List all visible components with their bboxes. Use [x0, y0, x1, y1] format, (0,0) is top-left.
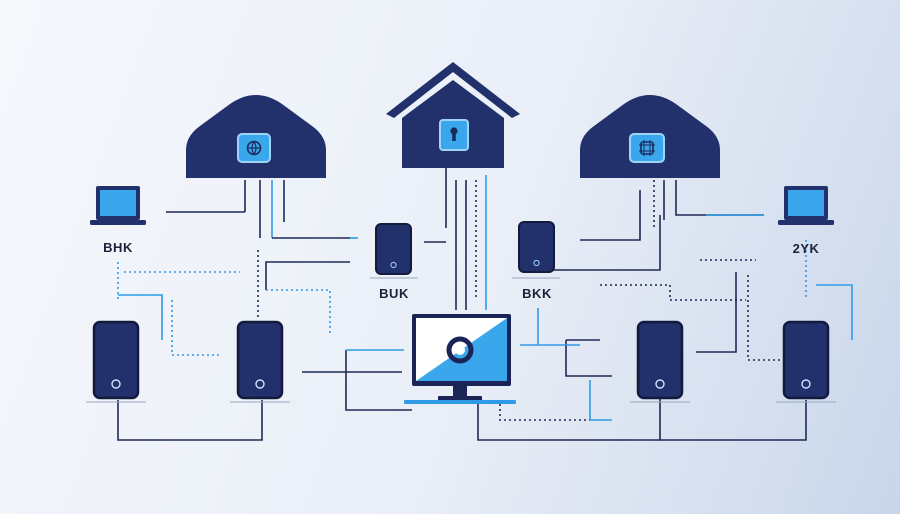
laptop-right: [778, 186, 834, 225]
tablet-center-left-label: BUK: [379, 286, 409, 301]
tablet-center-right: [512, 221, 560, 279]
tablet-center-left: [370, 223, 418, 279]
globe-icon: [246, 140, 262, 156]
phone-2: [230, 320, 290, 403]
ring-icon: [446, 336, 474, 364]
tablet-center-right-label: BKK: [522, 286, 552, 301]
cloud-left: [186, 95, 326, 178]
laptop-left-label: BHK: [103, 240, 133, 255]
keyhole-icon: [450, 127, 458, 141]
laptop-right-label: 2YK: [792, 241, 820, 256]
monitor-center: [404, 314, 516, 404]
phone-4: [776, 320, 836, 403]
connectors: [117, 168, 853, 441]
laptop-left: [90, 186, 146, 225]
phone-3: [630, 320, 690, 403]
chip-icon: [639, 140, 655, 156]
phone-1: [86, 320, 146, 403]
house-center: [386, 62, 520, 168]
cloud-right: [580, 95, 720, 178]
